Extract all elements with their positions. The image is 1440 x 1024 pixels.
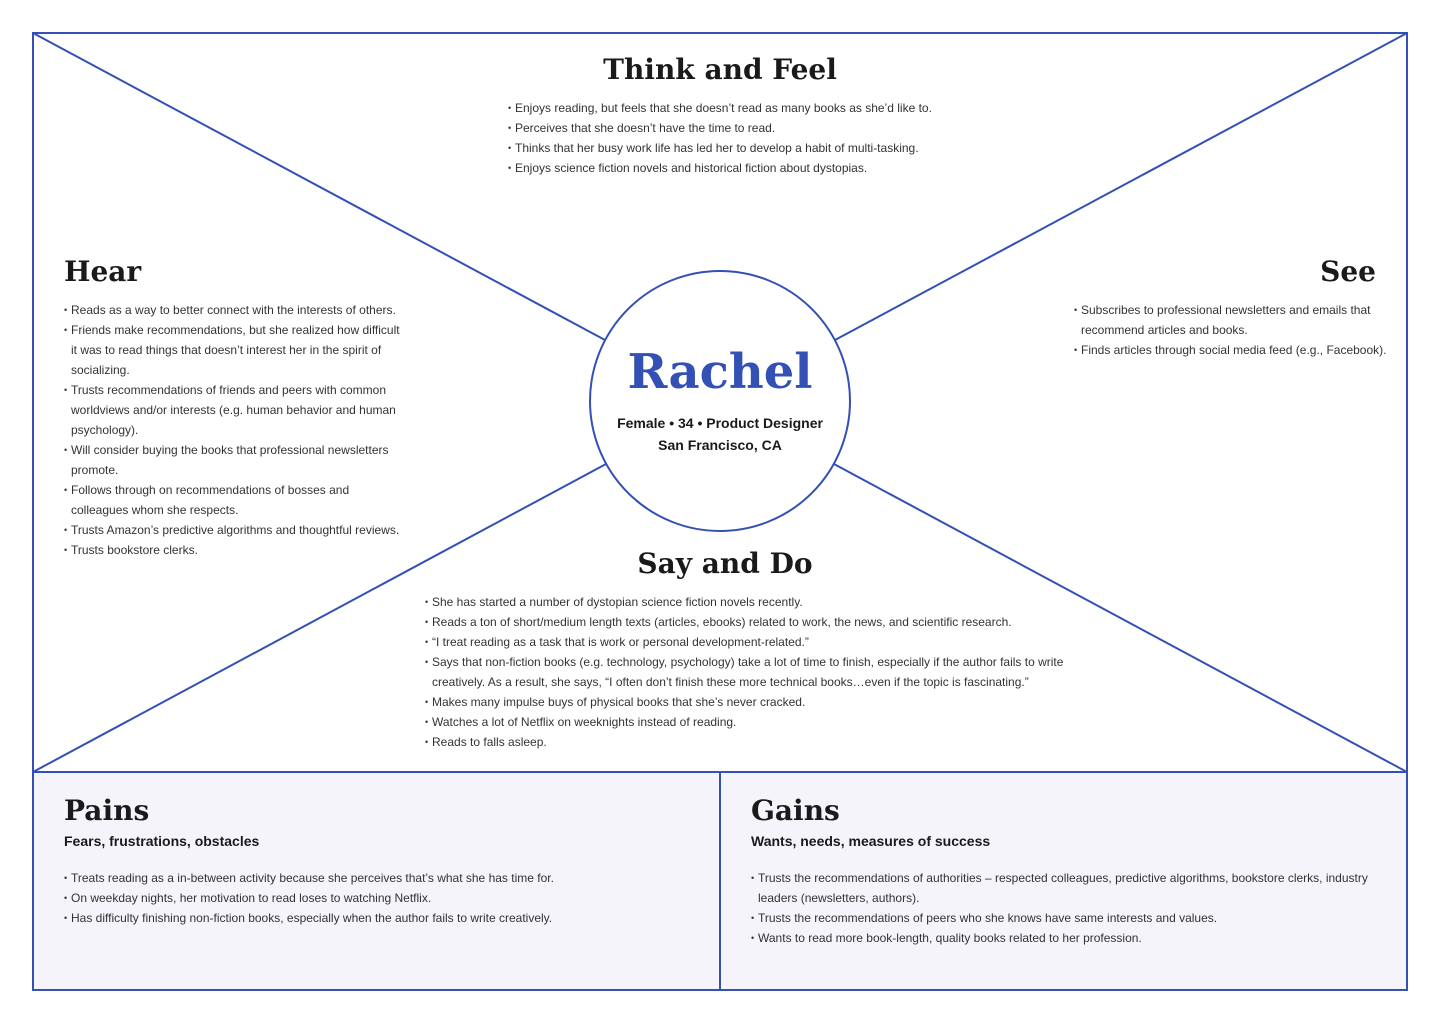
list-item: Finds articles through social media feed… [1074, 340, 1394, 360]
diagonal-bottom-right [833, 463, 1408, 773]
list-item: Follows through on recommendations of bo… [64, 480, 404, 520]
list-item: Trusts recommendations of friends and pe… [64, 380, 404, 440]
persona-location: San Francisco, CA [658, 437, 782, 453]
list-item: Will consider buying the books that prof… [64, 440, 404, 480]
list-item: Trusts Amazon’s predictive algorithms an… [64, 520, 404, 540]
list-item: On weekday nights, her motivation to rea… [64, 888, 694, 908]
list-item: Enjoys science fiction novels and histor… [508, 158, 948, 178]
list-item: Perceives that she doesn’t have the time… [508, 118, 948, 138]
see-list: Subscribes to professional newsletters a… [1074, 300, 1394, 360]
list-item: Friends make recommendations, but she re… [64, 320, 404, 380]
say-do-list: She has started a number of dystopian sc… [425, 592, 1075, 752]
list-item: Says that non-fiction books (e.g. techno… [425, 652, 1075, 692]
list-item: Has difficulty finishing non-fiction boo… [64, 908, 694, 928]
diagonal-top-right [834, 32, 1408, 341]
list-item: Thinks that her busy work life has led h… [508, 138, 948, 158]
list-item: “I treat reading as a task that is work … [425, 632, 1075, 652]
see-heading: See [1320, 255, 1376, 288]
list-item: Reads as a way to better connect with th… [64, 300, 404, 320]
gains-heading: Gains [751, 794, 840, 827]
pains-heading: Pains [64, 794, 150, 827]
think-feel-list: Enjoys reading, but feels that she doesn… [508, 98, 948, 178]
persona-circle [589, 270, 851, 532]
think-feel-heading: Think and Feel [603, 53, 837, 86]
persona-name: Rachel [627, 344, 813, 400]
list-item: Treats reading as a in-between activity … [64, 868, 694, 888]
pains-subtitle: Fears, frustrations, obstacles [64, 833, 260, 849]
list-item: Trusts the recommendations of peers who … [751, 908, 1381, 928]
hear-heading: Hear [64, 255, 142, 288]
list-item: Trusts the recommendations of authoritie… [751, 868, 1381, 908]
gains-list: Trusts the recommendations of authoritie… [751, 868, 1381, 948]
list-item: Trusts bookstore clerks. [64, 540, 404, 560]
list-item: Reads a ton of short/medium length texts… [425, 612, 1075, 632]
pains-list: Treats reading as a in-between activity … [64, 868, 694, 928]
list-item: Subscribes to professional newsletters a… [1074, 300, 1394, 340]
list-item: Wants to read more book-length, quality … [751, 928, 1381, 948]
persona-details: Female • 34 • Product Designer [617, 415, 823, 431]
list-item: Makes many impulse buys of physical book… [425, 692, 1075, 712]
gains-subtitle: Wants, needs, measures of success [751, 833, 991, 849]
say-do-heading: Say and Do [637, 547, 813, 580]
list-item: Reads to falls asleep. [425, 732, 1075, 752]
hear-list: Reads as a way to better connect with th… [64, 300, 404, 560]
list-item: Watches a lot of Netflix on weeknights i… [425, 712, 1075, 732]
diagonal-top-left [32, 32, 606, 341]
list-item: Enjoys reading, but feels that she doesn… [508, 98, 948, 118]
list-item: She has started a number of dystopian sc… [425, 592, 1075, 612]
diagonal-bottom-left [32, 463, 607, 773]
persona: Rachel Female • 34 • Product Designer Sa… [591, 272, 849, 530]
